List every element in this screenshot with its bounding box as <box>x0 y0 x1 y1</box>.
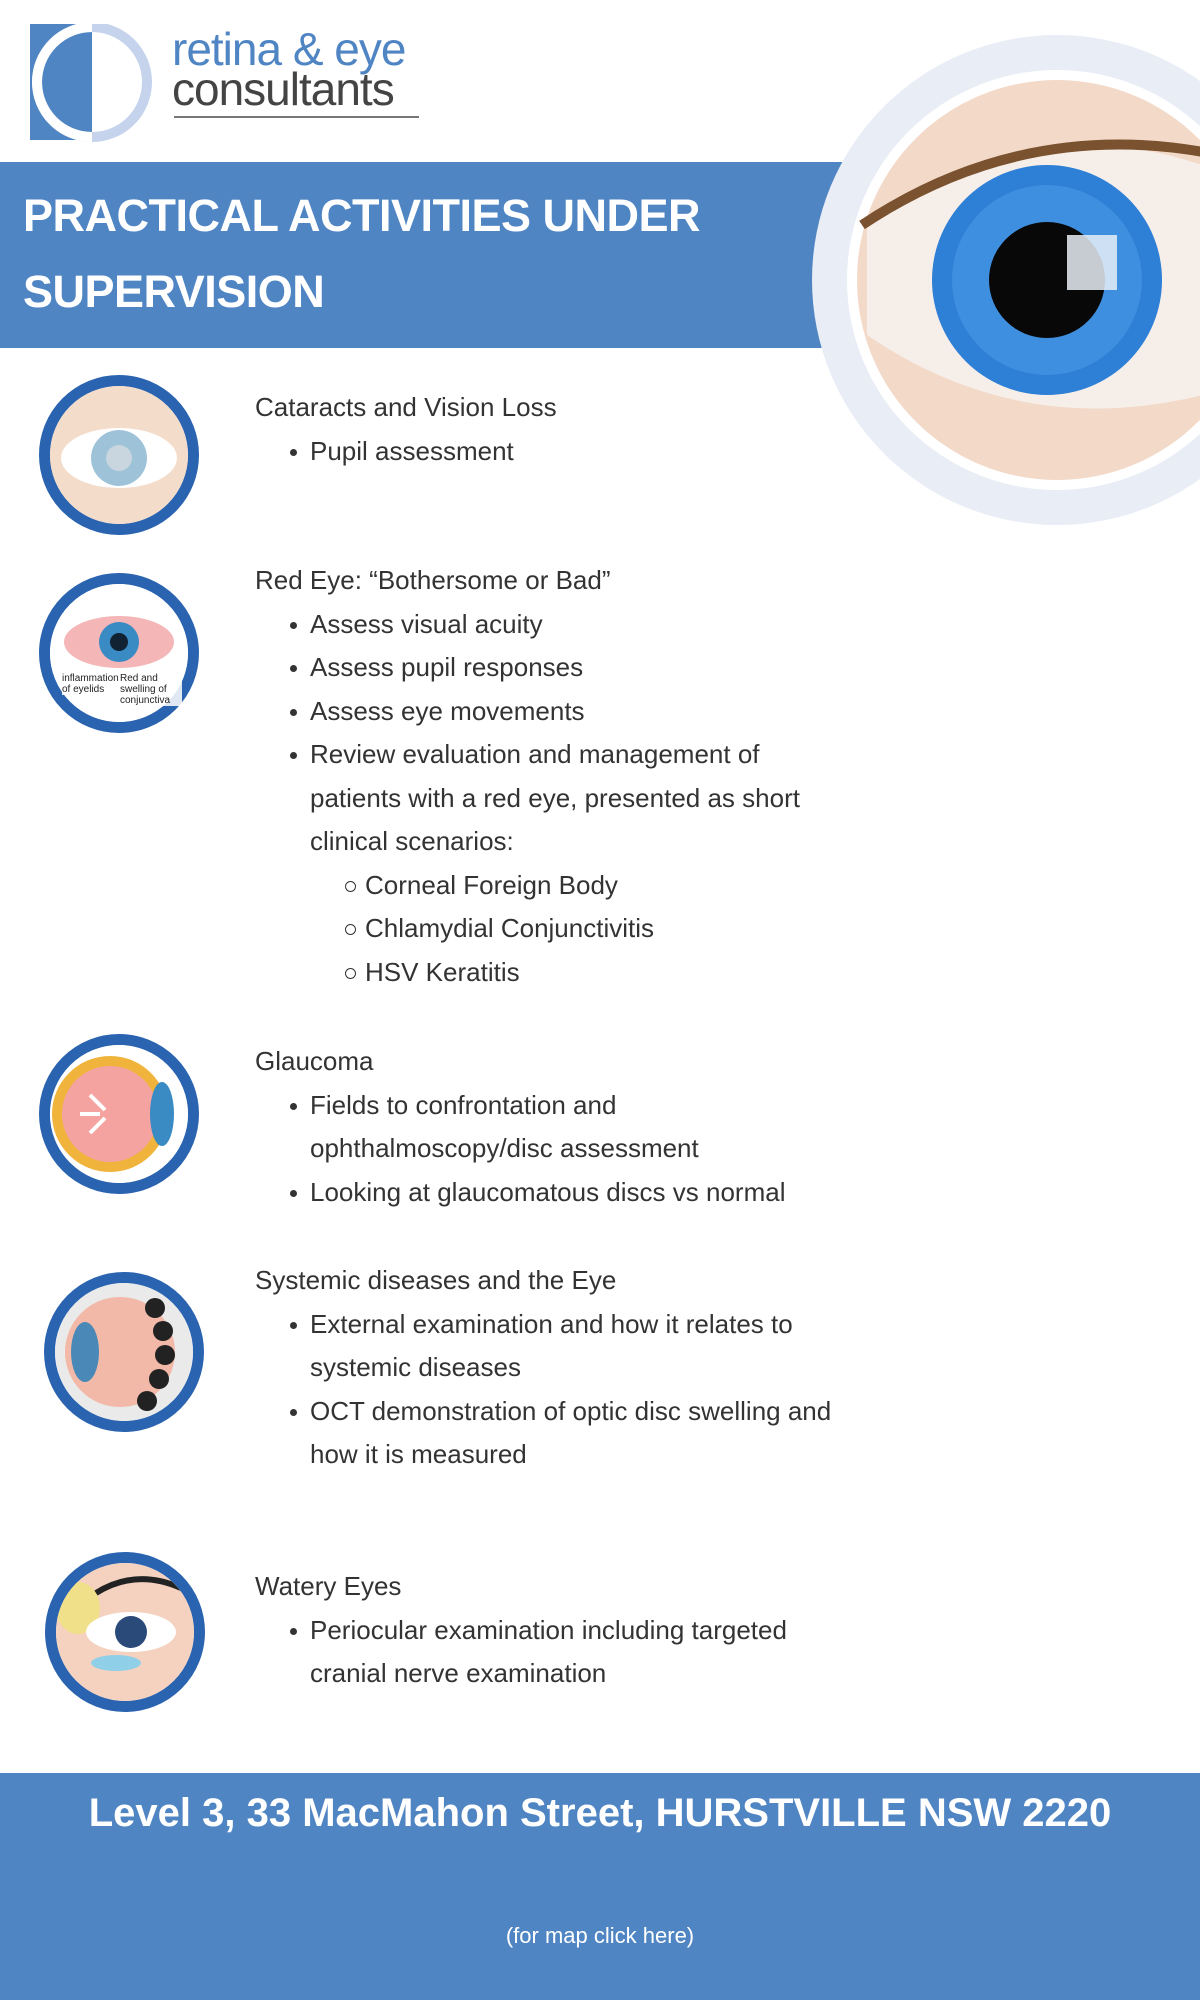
section-title: Systemic diseases and the Eye <box>255 1265 617 1295</box>
list-item: Assess pupil responses <box>255 646 800 690</box>
icon-label-conjunctiva: Red and swelling of conjunctiva <box>120 673 182 706</box>
list-item: Looking at glaucomatous discs vs normal <box>255 1171 785 1215</box>
list-item-continued: cranial nerve examination <box>310 1658 607 1688</box>
section-red-eye: Red Eye: “Bothersome or Bad” Assess visu… <box>255 559 800 994</box>
sub-list-item: Corneal Foreign Body <box>255 864 800 908</box>
list-item-continued: how it is measured <box>310 1439 527 1469</box>
map-link[interactable]: (for map click here) <box>505 1923 695 1948</box>
list-item: Review evaluation and management of <box>255 733 800 777</box>
sub-list-item: HSV Keratitis <box>255 951 800 995</box>
sub-list-item: Chlamydial Conjunctivitis <box>255 907 800 951</box>
watery-eye-icon <box>45 1552 205 1712</box>
section-watery-eyes: Watery Eyes Periocular examination inclu… <box>255 1565 787 1696</box>
section-title: Red Eye: “Bothersome or Bad” <box>255 565 611 595</box>
list-item: Fields to confrontation and <box>255 1084 785 1128</box>
title-banner: PRACTICAL ACTIVITIES UNDER SUPERVISION <box>0 162 900 348</box>
list-item: Pupil assessment <box>255 430 557 474</box>
section-systemic-diseases: Systemic diseases and the Eye External e… <box>255 1259 831 1477</box>
logo-mark-icon <box>30 22 152 142</box>
red-eye-icon <box>39 573 199 733</box>
glaucoma-eye-icon <box>39 1034 199 1194</box>
icon-label-eyelids: inflammation of eyelids <box>62 673 119 695</box>
hero-eye-image <box>812 35 1200 525</box>
list-item-continued: clinical scenarios: <box>310 826 514 856</box>
list-item-continued: ophthalmoscopy/disc assessment <box>310 1133 699 1163</box>
footer: Level 3, 33 MacMahon Street, HURSTVILLE … <box>0 1773 1200 2000</box>
logo-line1: retina & eye <box>172 23 406 75</box>
section-cataracts: Cataracts and Vision Loss Pupil assessme… <box>255 386 557 473</box>
logo-line2: consultants <box>172 63 395 115</box>
list-item: Assess eye movements <box>255 690 800 734</box>
list-item-continued: systemic diseases <box>310 1352 521 1382</box>
list-item: OCT demonstration of optic disc swelling… <box>255 1390 831 1434</box>
page-title-line2: SUPERVISION <box>23 266 325 317</box>
page-title-line1: PRACTICAL ACTIVITIES UNDER <box>23 190 701 241</box>
systemic-disease-eye-icon <box>44 1272 204 1432</box>
list-item: External examination and how it relates … <box>255 1303 831 1347</box>
section-title: Cataracts and Vision Loss <box>255 392 557 422</box>
logo: retina & eye consultants <box>30 22 430 142</box>
section-title: Watery Eyes <box>255 1571 402 1601</box>
section-glaucoma: Glaucoma Fields to confrontation and oph… <box>255 1040 785 1214</box>
list-item: Assess visual acuity <box>255 603 800 647</box>
logo-underline <box>174 116 419 118</box>
list-item-continued: patients with a red eye, presented as sh… <box>310 782 800 813</box>
address: Level 3, 33 MacMahon Street, HURSTVILLE … <box>88 1791 1112 1835</box>
list-item: Periocular examination including targete… <box>255 1609 787 1653</box>
section-title: Glaucoma <box>255 1046 374 1076</box>
cataract-eye-icon <box>39 375 199 535</box>
